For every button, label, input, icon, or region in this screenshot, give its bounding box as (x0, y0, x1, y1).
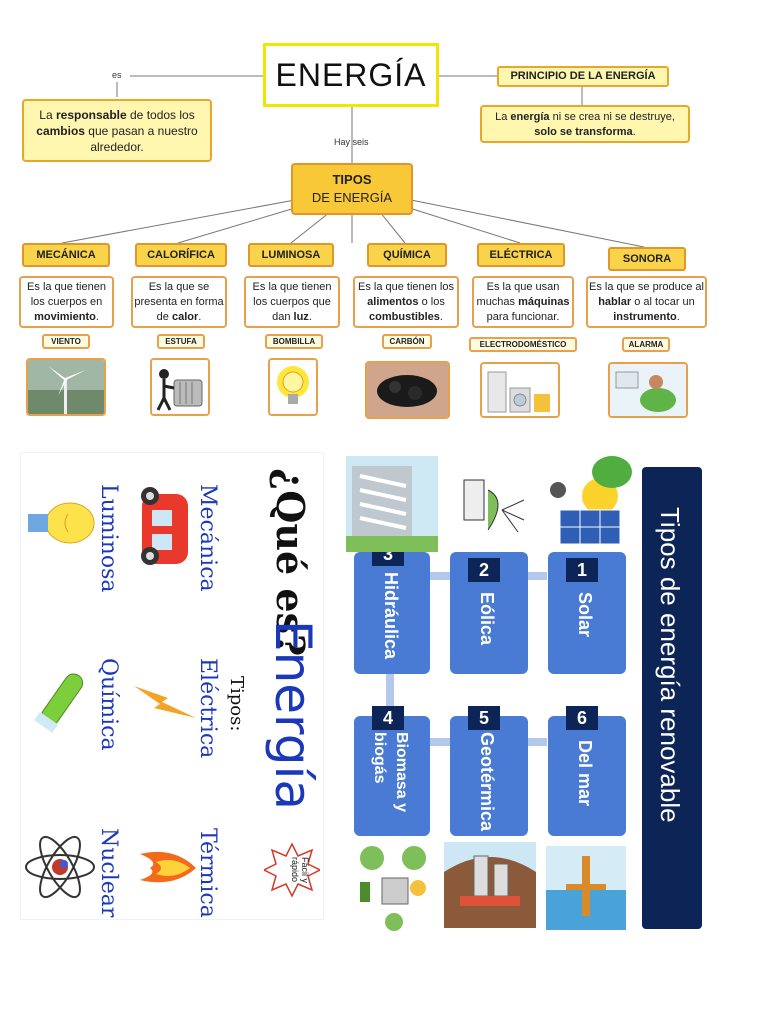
types-of-energy-box: TIPOS DE ENERGÍA (291, 163, 413, 215)
example-tag-electrodomestico: ELECTRODOMÉSTICO (469, 337, 577, 352)
concept-map-connectors (61, 75, 645, 248)
renewable-label: Solar (575, 592, 595, 638)
coal-image (365, 361, 450, 419)
tipos-label: Tipos: (226, 676, 247, 732)
connector (527, 572, 547, 580)
energia-heading: Energía (264, 620, 322, 810)
renewable-card-solar: 1 Solar (548, 552, 626, 674)
geothermal-icon (444, 842, 536, 928)
types-title-line1: TIPOS (332, 172, 372, 187)
light-bulb-icon (28, 502, 95, 544)
kind-mecanica: Mecánica (195, 484, 220, 592)
type-head-luminosa: LUMINOSA (248, 243, 334, 267)
renewable-card-del-mar: 6 Del mar (548, 706, 626, 836)
badge-text: Fácil y rápido (290, 856, 310, 883)
example-tag-alarma: ALARMA (622, 337, 670, 352)
renewable-card-biomasa: 4 Biomasa y biogás (354, 706, 430, 836)
types-title-line2: DE ENERGÍA (311, 190, 393, 205)
type-desc-quimica: Es la que tienen los alimentos o los com… (353, 276, 459, 328)
tidal-energy-icon (546, 846, 626, 930)
renewable-card-geotermica: 5 Geotérmica (450, 706, 528, 836)
kind-quimica: Química (96, 658, 121, 751)
kind-termica: Térmica (195, 828, 220, 918)
renewable-title-band: Tipos de energía renovable (642, 467, 702, 929)
renewable-number: 5 (468, 706, 500, 730)
renewable-label: Biomasa y biogás (371, 732, 410, 813)
type-desc-calorifica: Es la que se presenta en forma de calor. (131, 276, 227, 328)
solar-panel-icon (550, 456, 632, 545)
connector (430, 738, 450, 746)
fire-icon (140, 851, 196, 883)
example-tag-estufa: ESTUFA (157, 334, 205, 349)
principle-text: La energía ni se crea ni se destruye, so… (480, 105, 690, 143)
type-desc-sonora: Es la que se produce al hablar o al toca… (586, 276, 707, 328)
principle-title: PRINCIPIO DE LA ENERGÍA (497, 66, 669, 87)
light-bulb-image (268, 358, 318, 416)
renewable-card-hidraulica: 3 Hidráulica (354, 542, 430, 674)
renewable-number: 6 (566, 706, 598, 730)
renewable-label: Geotérmica (477, 732, 497, 832)
renewable-title: Tipos de energía renovable (655, 507, 685, 823)
type-desc-electrica: Es la que usan muchas máquinas para func… (472, 276, 574, 328)
car-icon (141, 487, 188, 565)
renewable-label: Del mar (575, 740, 595, 807)
lightning-icon (134, 686, 196, 718)
appliances-image (480, 362, 560, 418)
kind-nuclear: Nuclear (96, 828, 121, 918)
type-head-calorifica: CALORÍFICA (135, 243, 227, 267)
renewable-label: Hidráulica (381, 572, 401, 660)
type-desc-mecanica: Es la que tienen los cuerpos en movimien… (19, 276, 114, 328)
example-tag-carbon: CARBÓN (382, 334, 432, 349)
connector (527, 738, 547, 746)
renewable-number: 4 (372, 706, 404, 730)
type-desc-luminosa: Es la que tienen los cuerpos que dan luz… (244, 276, 340, 328)
test-tube-icon (34, 673, 84, 733)
hay-seis-label: Hay seis (334, 137, 369, 147)
question-heading: ¿Qué es? (268, 468, 313, 657)
connector (430, 572, 450, 580)
renewable-card-eolica: 2 Eólica (450, 552, 528, 674)
renewable-label: Eólica (477, 592, 497, 646)
wind-turbine-image (26, 358, 106, 416)
energy-definition: La responsable de todos los cambios que … (22, 99, 212, 162)
wind-turbine-icon (463, 479, 525, 533)
renewable-number: 2 (468, 558, 500, 582)
example-tag-viento: VIENTO (42, 334, 90, 349)
easy-fast-badge: Fácil y rápido (262, 842, 322, 898)
heater-image (150, 358, 210, 416)
connector (386, 674, 394, 718)
es-label: es (112, 70, 122, 80)
type-head-sonora: SONORA (608, 247, 686, 271)
type-head-quimica: QUÍMICA (367, 243, 447, 267)
renewable-number: 1 (566, 558, 598, 582)
biomass-icon (352, 838, 438, 934)
dam-icon (346, 456, 438, 552)
kind-electrica: Eléctrica (195, 658, 220, 759)
kind-luminosa: Luminosa (96, 484, 121, 593)
example-tag-bombilla: BOMBILLA (265, 334, 323, 349)
alarm-image (608, 362, 688, 418)
atom-icon (25, 835, 95, 899)
energy-title: ENERGÍA (263, 43, 439, 107)
type-head-electrica: ELÉCTRICA (477, 243, 565, 267)
type-head-mecanica: MECÁNICA (22, 243, 110, 267)
